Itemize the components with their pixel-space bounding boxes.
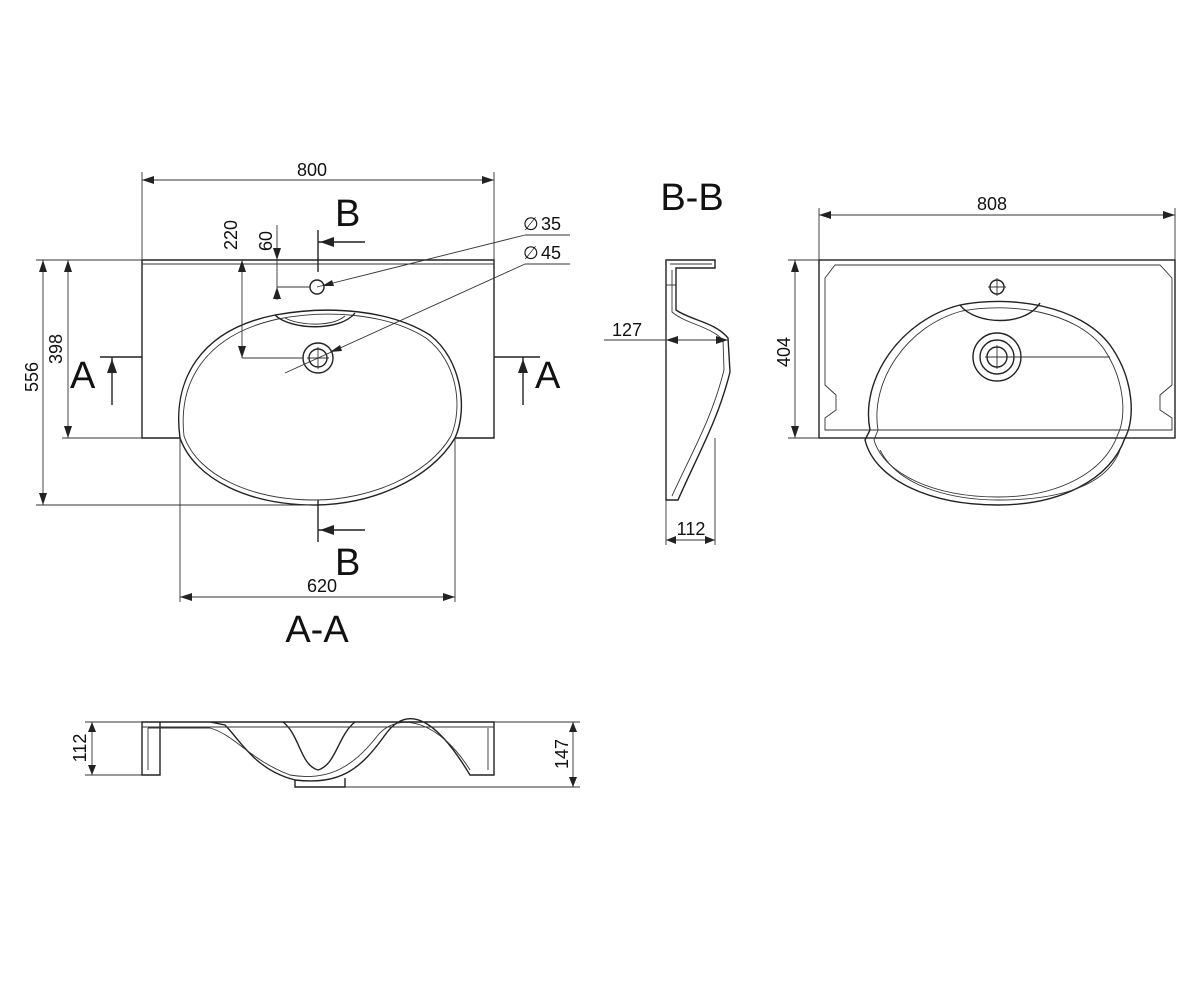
right-view-notch [959, 302, 1041, 322]
right-view-rim [824, 264, 1173, 431]
section-aa-drain [282, 721, 356, 771]
dim-112-aa: 112 [70, 734, 90, 763]
section-bb-view: B-B 127 112 [604, 177, 731, 545]
dim-112-bb: 112 [677, 519, 706, 539]
dim-220: 220 [221, 220, 241, 250]
overflow-notch [274, 312, 356, 328]
top-view: 800 556 398 220 60 ∅ 35 ∅ [22, 160, 570, 651]
overflow-notch-inner [284, 315, 346, 325]
section-bb-profile [665, 259, 731, 501]
bowl-outline [178, 309, 463, 506]
dim-60: 60 [256, 231, 276, 251]
section-aa-inner [147, 721, 489, 777]
dim-620: 620 [307, 576, 337, 596]
right-view-frame [818, 259, 1176, 439]
diameter-symbol-45: ∅ [523, 243, 539, 263]
section-bb-title: B-B [660, 177, 723, 219]
section-bb-inner [670, 263, 725, 497]
section-a-left: A [70, 355, 96, 397]
dim-dia-45: 45 [541, 243, 561, 263]
dim-556: 556 [22, 362, 42, 392]
right-view: 808 404 [774, 194, 1176, 506]
section-aa-view: 112 147 [70, 718, 580, 788]
dim-800: 800 [297, 160, 327, 180]
section-b-top: B [335, 193, 360, 235]
dim-147: 147 [552, 739, 572, 769]
section-aa-profile [141, 718, 495, 782]
diameter-symbol-35: ∅ [523, 214, 539, 234]
section-b-bottom: B [335, 542, 360, 584]
dim-808: 808 [977, 194, 1007, 214]
section-a-right: A [535, 355, 561, 397]
dim-398: 398 [46, 334, 66, 364]
section-aa-title: A-A [285, 609, 349, 651]
dim-404: 404 [774, 337, 794, 367]
right-view-bowl-inner [873, 307, 1124, 498]
dim-dia-35: 35 [541, 214, 561, 234]
right-view-bowl [864, 300, 1132, 506]
dim-127: 127 [612, 320, 642, 340]
bowl-inner [182, 313, 458, 501]
